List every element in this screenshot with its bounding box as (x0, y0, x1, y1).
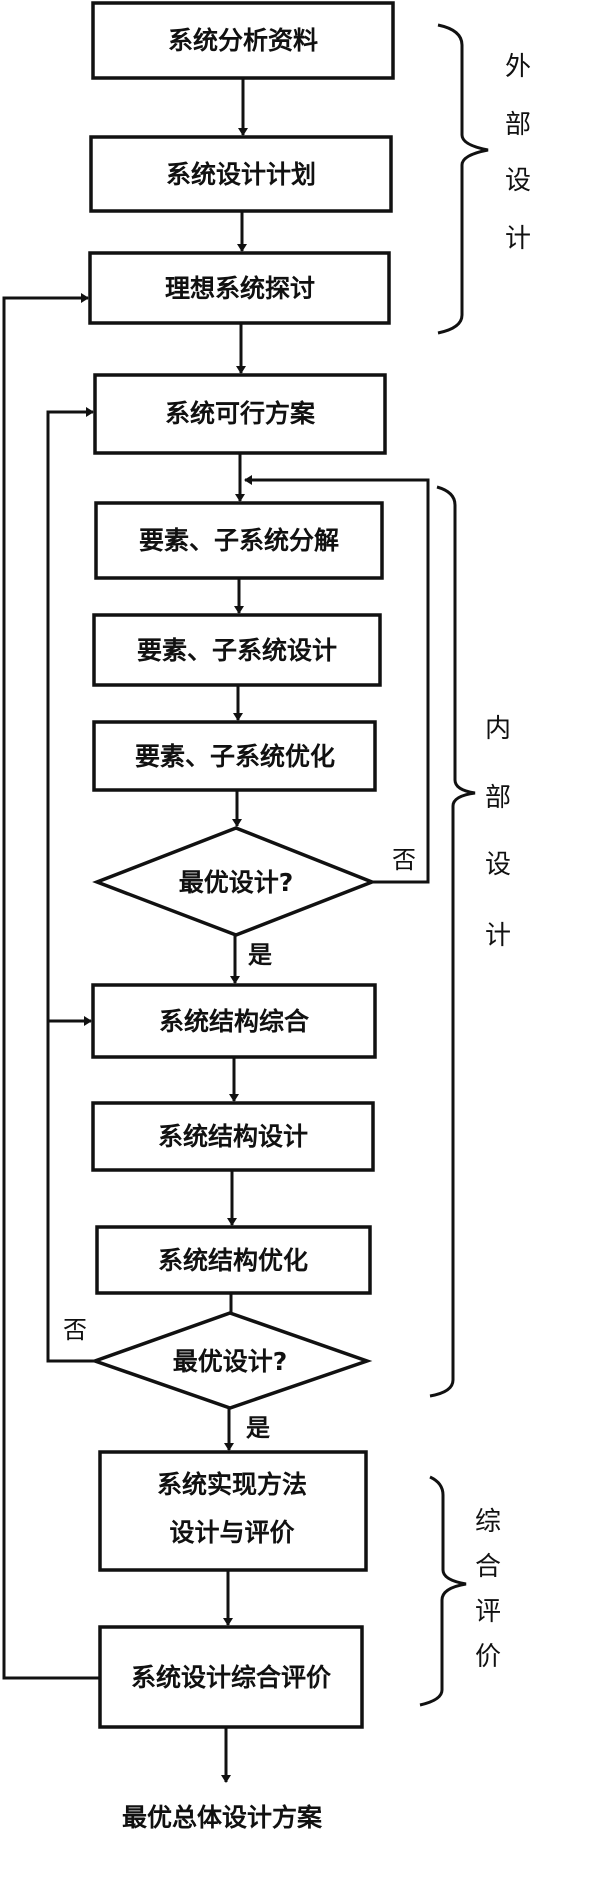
box-label: 系统结构优化 (158, 1246, 308, 1275)
bracket-char: 部 (505, 110, 531, 140)
yes-label: 是 (248, 941, 272, 969)
box-b1: 系统分析资料 (91, 1, 395, 80)
decision-label: 最优设计? (179, 868, 294, 897)
bracket-char: 内 (485, 714, 511, 744)
box-label: 要素、子系统设计 (137, 636, 337, 665)
box-b4: 系统可行方案 (93, 373, 387, 455)
no-label: 否 (63, 1316, 87, 1344)
bracket-label-overall: 综 合 评 价 (475, 1507, 501, 1672)
box-label: 系统设计计划 (166, 160, 316, 189)
box-b8: 系统结构综合 (91, 983, 377, 1059)
box-label: 要素、子系统分解 (139, 526, 339, 555)
bracket-char: 计 (485, 921, 511, 951)
loop-b12-to-b3 (2, 293, 100, 1680)
box-b7: 要素、子系统优化 (92, 720, 377, 792)
box-b2: 系统设计计划 (89, 135, 393, 213)
bracket-char: 部 (485, 783, 511, 813)
output-label: 最优总体设计方案 (122, 1803, 323, 1832)
bracket-char: 外 (505, 52, 531, 82)
box-label: 系统分析资料 (168, 26, 318, 55)
box-label-line2: 设计与评价 (169, 1518, 295, 1547)
box-b6: 要素、子系统设计 (92, 613, 382, 687)
box-label: 系统设计综合评价 (131, 1663, 332, 1692)
loop-d1-no (244, 475, 430, 884)
decision-d2: 最优设计? (89, 1311, 373, 1410)
brace-internal (429, 485, 476, 1398)
box-label: 要素、子系统优化 (135, 742, 335, 771)
bracket-char: 设 (485, 850, 511, 880)
box-label: 系统可行方案 (165, 399, 316, 428)
brace-overall (419, 1475, 467, 1707)
decision-d1: 最优设计? (92, 826, 377, 937)
box-label: 系统结构设计 (158, 1122, 308, 1151)
yes-label: 是 (246, 1414, 270, 1442)
box-b9: 系统结构设计 (91, 1101, 375, 1172)
bracket-char: 价 (475, 1642, 501, 1672)
no-label: 否 (392, 846, 416, 874)
box-label: 理想系统探讨 (165, 274, 315, 303)
bracket-label-internal: 内 部 设 计 (485, 714, 511, 951)
box-b3: 理想系统探讨 (88, 251, 391, 325)
bracket-char: 计 (505, 224, 531, 254)
bracket-char: 合 (475, 1552, 501, 1582)
box-label: 系统结构综合 (159, 1007, 310, 1036)
box-b11: 系统实现方法 设计与评价 (98, 1450, 368, 1572)
decision-label: 最优设计? (173, 1347, 288, 1376)
box-b10: 系统结构优化 (95, 1225, 372, 1295)
bracket-char: 综 (475, 1507, 501, 1537)
loop-d2-no-to-b4 (46, 407, 97, 1363)
box-b12: 系统设计综合评价 (98, 1625, 364, 1729)
brace-external (437, 23, 489, 335)
bracket-label-external: 外 部 设 计 (505, 52, 531, 254)
bracket-char: 评 (475, 1597, 501, 1627)
box-b5: 要素、子系统分解 (94, 501, 384, 580)
box-label-line1: 系统实现方法 (157, 1470, 307, 1499)
bracket-char: 设 (505, 166, 531, 196)
connectors (2, 78, 430, 1783)
